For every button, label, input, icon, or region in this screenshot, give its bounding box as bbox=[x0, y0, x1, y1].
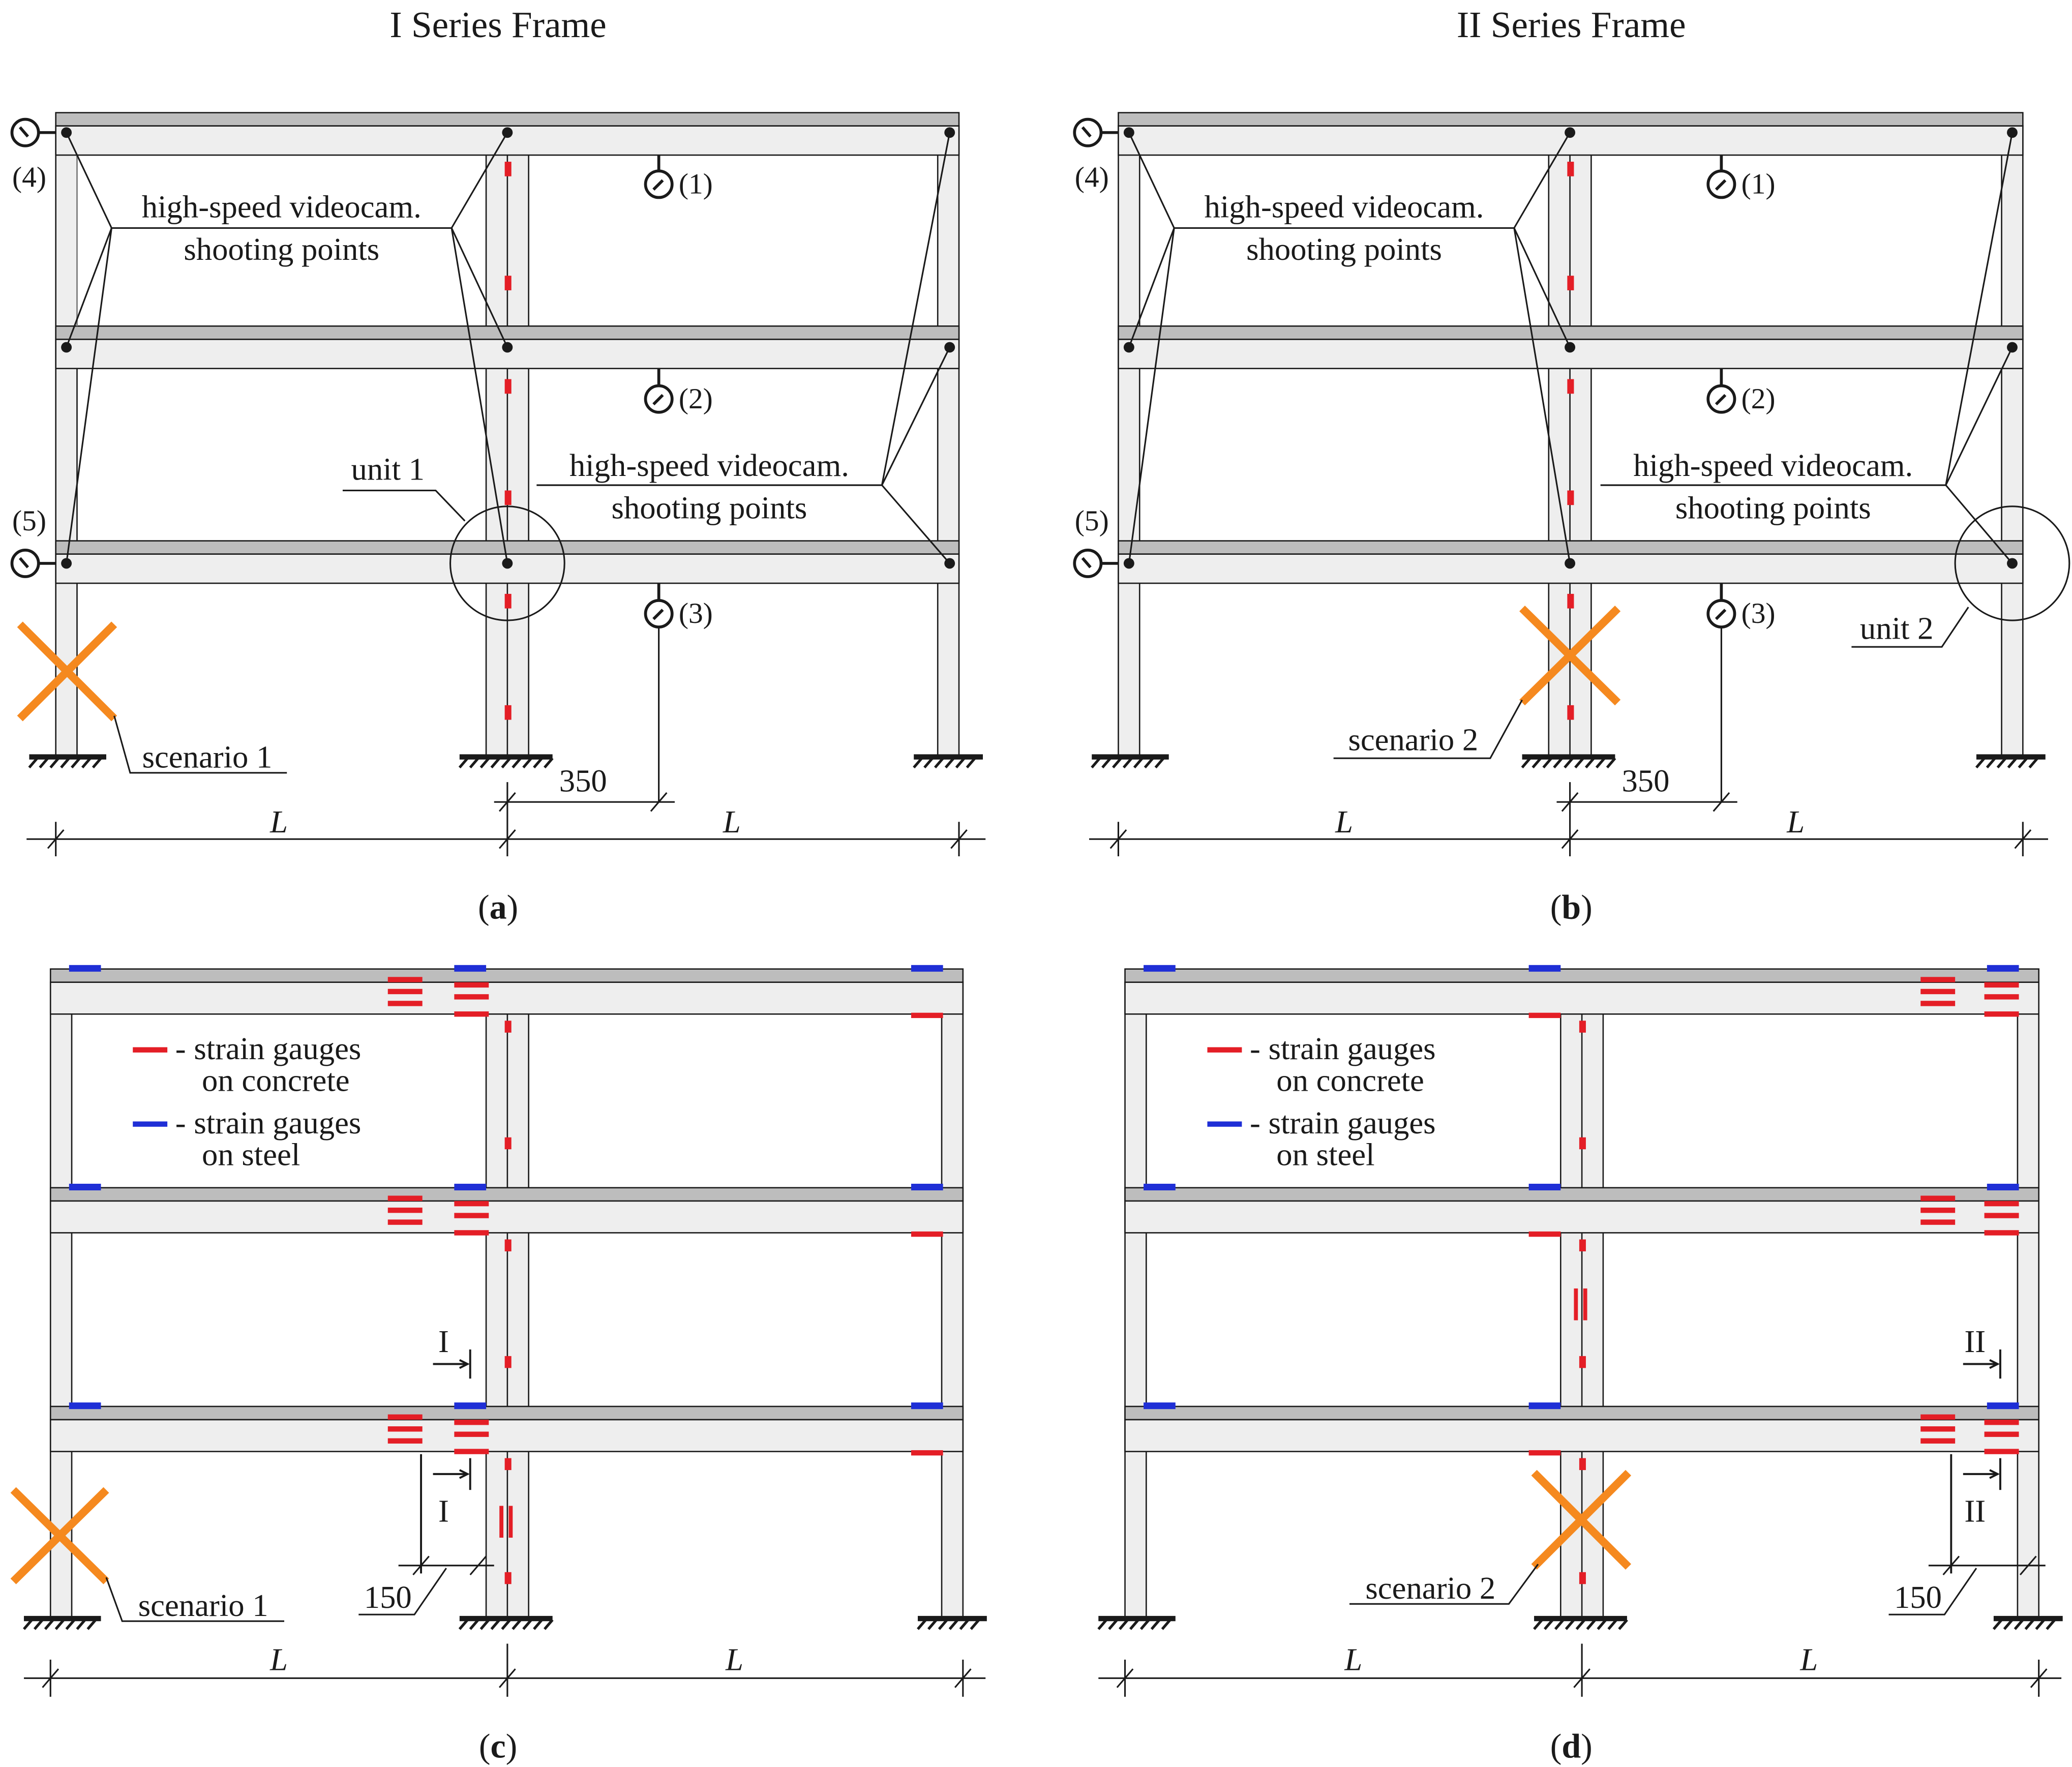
steel-gauges-d bbox=[1144, 965, 2019, 1410]
gauge-label-3b: (3) bbox=[1741, 597, 1776, 630]
dial-gauge-icon bbox=[1073, 117, 1736, 628]
shooting-label-2a-line1: high-speed videocam. bbox=[569, 447, 849, 483]
shooting-label-2b-line1: high-speed videocam. bbox=[1633, 447, 1913, 483]
legend-steel-swatch bbox=[1207, 1121, 1242, 1127]
support-right-c bbox=[917, 1615, 987, 1630]
steel-gauges-c bbox=[69, 965, 943, 1410]
caption-a: (a) bbox=[478, 888, 518, 926]
gauge-label-1b: (1) bbox=[1741, 168, 1776, 200]
support-right-d bbox=[1992, 1615, 2063, 1630]
shooting-label-1b-line1: high-speed videocam. bbox=[1205, 189, 1484, 225]
shooting-label-1a-line1: high-speed videocam. bbox=[142, 189, 422, 225]
dim-offset-b: 350 bbox=[1621, 763, 1669, 798]
section-label-d-top: II bbox=[1964, 1324, 1986, 1359]
dim-offset-a: 350 bbox=[559, 763, 607, 798]
span-label-c1: L bbox=[269, 1642, 288, 1678]
span-label-a2: L bbox=[723, 804, 741, 840]
dial-gauge-icon bbox=[10, 117, 674, 628]
span-label-d2: L bbox=[1799, 1642, 1818, 1678]
scenario-label-c: scenario 1 bbox=[138, 1588, 268, 1623]
legend-concrete-line2: on concrete bbox=[202, 1063, 350, 1098]
support-mid-c bbox=[458, 1615, 554, 1630]
unit-label-a: unit 1 bbox=[351, 452, 425, 487]
legend-steel-line2: on steel bbox=[202, 1137, 300, 1173]
span-label-b2: L bbox=[1786, 804, 1805, 840]
legend-steel-line1: - strain gauges bbox=[1250, 1105, 1435, 1141]
shooting-label-2a-line2: shooting points bbox=[612, 490, 807, 525]
shooting-label-1b-line2: shooting points bbox=[1246, 231, 1442, 267]
gauge-label-4a: (4) bbox=[12, 162, 46, 194]
support-mid-b bbox=[1521, 754, 1616, 769]
title-ii-series-frame: II Series Frame bbox=[1457, 4, 1686, 45]
concrete-gauges-d bbox=[1528, 977, 2019, 1584]
span-label-d1: L bbox=[1344, 1642, 1362, 1678]
support-left-d bbox=[1097, 1615, 1176, 1630]
gauge-label-2b: (2) bbox=[1741, 383, 1776, 415]
failure-cross-icon bbox=[1531, 1470, 1632, 1570]
legend-concrete-line2: on concrete bbox=[1276, 1063, 1424, 1098]
legend-d: - strain gauges on concrete - strain gau… bbox=[1207, 1031, 1436, 1173]
caption-c: (c) bbox=[479, 1727, 517, 1765]
legend-concrete-line1: - strain gauges bbox=[1250, 1031, 1435, 1066]
legend-steel-swatch bbox=[133, 1121, 168, 1127]
unit-label-b: unit 2 bbox=[1860, 611, 1934, 646]
scenario-label-d: scenario 2 bbox=[1365, 1570, 1495, 1606]
support-right-a bbox=[913, 754, 983, 769]
shooting-label-2b-line2: shooting points bbox=[1675, 490, 1871, 525]
support-mid-d bbox=[1533, 1615, 1628, 1630]
support-right-b bbox=[1975, 754, 2046, 769]
dim-offset-c: 150 bbox=[364, 1579, 412, 1615]
panel-a: high-speed videocam. shooting points hig… bbox=[10, 112, 986, 926]
span-label-c2: L bbox=[725, 1642, 743, 1678]
title-i-series-frame: I Series Frame bbox=[389, 4, 606, 45]
legend-steel-line1: - strain gauges bbox=[175, 1105, 361, 1141]
shooting-label-1a-line2: shooting points bbox=[184, 231, 379, 267]
support-left-a bbox=[28, 754, 106, 769]
section-cut-d bbox=[1950, 1349, 2001, 1574]
panel-b: high-speed videocam. shooting points hig… bbox=[1073, 112, 2070, 926]
span-label-b1: L bbox=[1335, 804, 1353, 840]
section-label-c-top: I bbox=[438, 1324, 449, 1359]
panel-d: - strain gauges on concrete - strain gau… bbox=[1097, 965, 2063, 1765]
section-cut-c bbox=[420, 1349, 471, 1574]
support-left-c bbox=[23, 1615, 101, 1630]
failure-cross-icon bbox=[10, 1487, 109, 1584]
legend-c: - strain gauges on concrete - strain gau… bbox=[133, 1031, 361, 1172]
caption-d: (d) bbox=[1550, 1727, 1593, 1765]
span-label-a1: L bbox=[269, 804, 288, 840]
legend-concrete-swatch bbox=[1207, 1047, 1242, 1053]
caption-b: (b) bbox=[1550, 888, 1593, 926]
gauge-label-4b: (4) bbox=[1075, 162, 1109, 194]
panel-c: - strain gauges on concrete - strain gau… bbox=[10, 965, 987, 1765]
dim-offset-d: 150 bbox=[1894, 1579, 1942, 1615]
legend-concrete-swatch bbox=[133, 1047, 168, 1053]
scenario-label-b: scenario 2 bbox=[1348, 722, 1478, 758]
section-label-d-bottom: II bbox=[1964, 1493, 1986, 1529]
support-left-b bbox=[1091, 754, 1169, 769]
legend-concrete-line1: - strain gauges bbox=[175, 1031, 361, 1066]
gauge-label-1a: (1) bbox=[679, 168, 713, 200]
concrete-gauges-c bbox=[387, 977, 943, 1584]
legend-steel-line2: on steel bbox=[1276, 1137, 1374, 1173]
failure-cross-icon bbox=[1519, 605, 1621, 706]
failure-cross-icon bbox=[17, 621, 117, 722]
section-label-c-bottom: I bbox=[438, 1493, 449, 1529]
gauge-label-5b: (5) bbox=[1075, 505, 1109, 537]
gauge-label-3a: (3) bbox=[679, 597, 713, 630]
gauge-label-2a: (2) bbox=[679, 383, 713, 415]
unit-circle-a bbox=[449, 505, 565, 621]
gauge-label-5a: (5) bbox=[12, 505, 46, 537]
support-mid-a bbox=[458, 754, 554, 769]
scenario-label-a: scenario 1 bbox=[142, 739, 273, 774]
unit-circle-b bbox=[1954, 505, 2070, 621]
